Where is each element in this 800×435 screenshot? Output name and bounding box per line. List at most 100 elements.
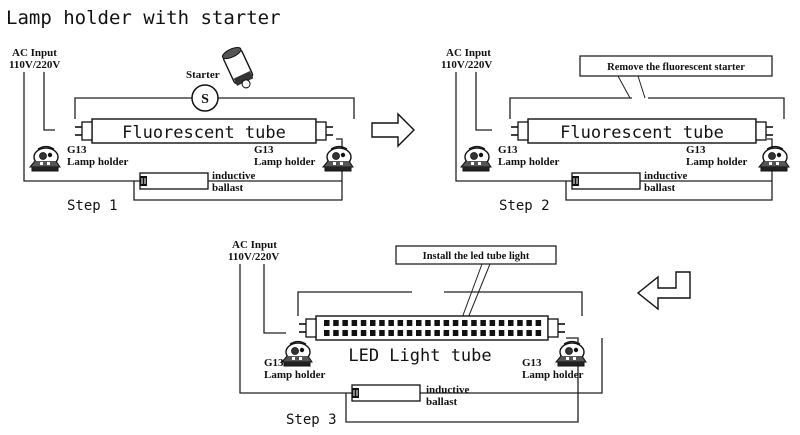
led-chip <box>397 320 404 326</box>
led-chip <box>480 330 486 336</box>
led-chip <box>388 320 394 326</box>
led-chip <box>498 320 505 326</box>
led-chip <box>452 320 459 326</box>
led-chip <box>425 330 431 336</box>
step-1-holder-type-right: G13 <box>254 144 274 156</box>
step-2-holder-type-right: G13 <box>686 144 706 156</box>
step-2-fluorescent-tube: Fluorescent tube <box>510 118 774 144</box>
step-1-voltage: 110V/220V <box>9 59 60 71</box>
step-1-panel: AC Input 110V/220V Fluorescent tube S St… <box>9 46 355 214</box>
step-1-starter: S Starter <box>186 46 254 112</box>
led-chip <box>379 330 385 336</box>
ballast-icon <box>351 384 421 402</box>
led-chip <box>333 320 339 326</box>
led-chip <box>342 330 348 336</box>
led-chip <box>517 320 523 326</box>
led-chip-row <box>324 320 542 336</box>
led-chip <box>452 330 459 336</box>
step-2-holder-label-left: Lamp holder <box>498 156 560 168</box>
step-1-tube-label: Fluorescent tube <box>122 123 286 143</box>
step-2-holder-type-left: G13 <box>498 144 518 156</box>
led-chip <box>397 330 404 336</box>
step-2-callout: Remove the fluorescent starter <box>579 55 773 99</box>
step-2-ac-input: AC Input <box>446 47 491 59</box>
step-3-tube-label: LED Light tube <box>348 346 491 366</box>
step-3-holder-label-left: Lamp holder <box>264 369 326 381</box>
step-1-ballast-line1: inductive <box>212 170 256 182</box>
led-chip <box>416 320 422 326</box>
ballast-icon <box>139 172 209 190</box>
step-3-led-tube <box>298 315 566 341</box>
step-1-holder-label-right: Lamp holder <box>254 156 316 168</box>
step-3-label: Step 3 <box>286 412 337 428</box>
ballast-icon <box>571 172 641 190</box>
led-chip <box>508 320 514 326</box>
led-chip <box>480 320 486 326</box>
step-3-holder-type-left: G13 <box>264 357 284 369</box>
step-2-label: Step 2 <box>499 198 550 214</box>
starter-canister-icon <box>221 46 254 89</box>
step-1-holder-type-left: G13 <box>67 144 87 156</box>
step-3-callout-text: Install the led tube light <box>423 251 530 262</box>
led-chip <box>416 330 422 336</box>
led-chip <box>360 320 367 326</box>
led-chip <box>508 330 514 336</box>
step-2-panel: AC Input 110V/220V Remove the fluorescen… <box>441 47 790 214</box>
led-chip <box>370 320 376 326</box>
led-chip <box>443 320 450 326</box>
led-chip <box>489 330 496 336</box>
step-2-ballast-line2: ballast <box>644 182 676 194</box>
led-chip <box>406 330 413 336</box>
step-2-callout-text: Remove the fluorescent starter <box>607 62 745 73</box>
step-3-voltage: 110V/220V <box>228 251 279 263</box>
step-2-tube-label: Fluorescent tube <box>560 123 724 143</box>
step-2-holder-label-right: Lamp holder <box>686 156 748 168</box>
led-chip <box>379 320 385 326</box>
led-chip <box>360 330 367 336</box>
led-chip <box>388 330 394 336</box>
step-1-holder-label-left: Lamp holder <box>67 156 129 168</box>
step-1-starter-symbol: S <box>201 92 209 107</box>
led-chip <box>333 330 339 336</box>
diagram-title: Lamp holder with starter <box>6 7 281 29</box>
lamp-holder-icon <box>281 340 313 367</box>
led-chip <box>462 320 468 326</box>
step2-to-step3-arrow <box>636 271 691 311</box>
led-chip <box>425 320 431 326</box>
step-3-ballast-line1: inductive <box>426 384 470 396</box>
led-chip <box>517 330 523 336</box>
step-3-ballast-line2: ballast <box>426 396 458 408</box>
led-chip <box>462 330 468 336</box>
led-chip <box>471 330 477 336</box>
step-2-ballast-line1: inductive <box>644 170 688 182</box>
step-1-label: Step 1 <box>67 198 118 214</box>
lamp-holder-icon <box>460 145 492 172</box>
step-3-callout: Install the led tube light <box>395 245 557 319</box>
lamp-holder-icon <box>29 145 61 172</box>
step-1-fluorescent-tube: Fluorescent tube <box>74 118 334 144</box>
step-3-ac-input: AC Input <box>232 239 277 251</box>
led-chip <box>406 320 413 326</box>
led-chip <box>535 320 542 326</box>
led-chip <box>498 330 505 336</box>
led-chip <box>434 330 440 336</box>
led-chip <box>526 320 532 326</box>
step-2-voltage: 110V/220V <box>441 59 492 71</box>
step1-to-step2-arrow <box>371 112 415 148</box>
led-chip <box>342 320 348 326</box>
step-3-panel: AC Input 110V/220V Install the led tube … <box>228 239 603 428</box>
led-chip <box>535 330 542 336</box>
lamp-holder-icon <box>322 145 354 172</box>
step-1-starter-label: Starter <box>186 69 220 81</box>
led-chip <box>324 320 330 326</box>
step-1-ballast-line2: ballast <box>212 182 244 194</box>
step-3-holder-type-right: G13 <box>522 357 542 369</box>
led-chip <box>443 330 450 336</box>
led-chip <box>489 320 496 326</box>
lamp-holder-icon <box>758 145 790 172</box>
lamp-holder-icon <box>555 340 587 367</box>
led-chip <box>526 330 532 336</box>
step-3-holder-label-right: Lamp holder <box>522 369 584 381</box>
led-chip <box>351 320 358 326</box>
